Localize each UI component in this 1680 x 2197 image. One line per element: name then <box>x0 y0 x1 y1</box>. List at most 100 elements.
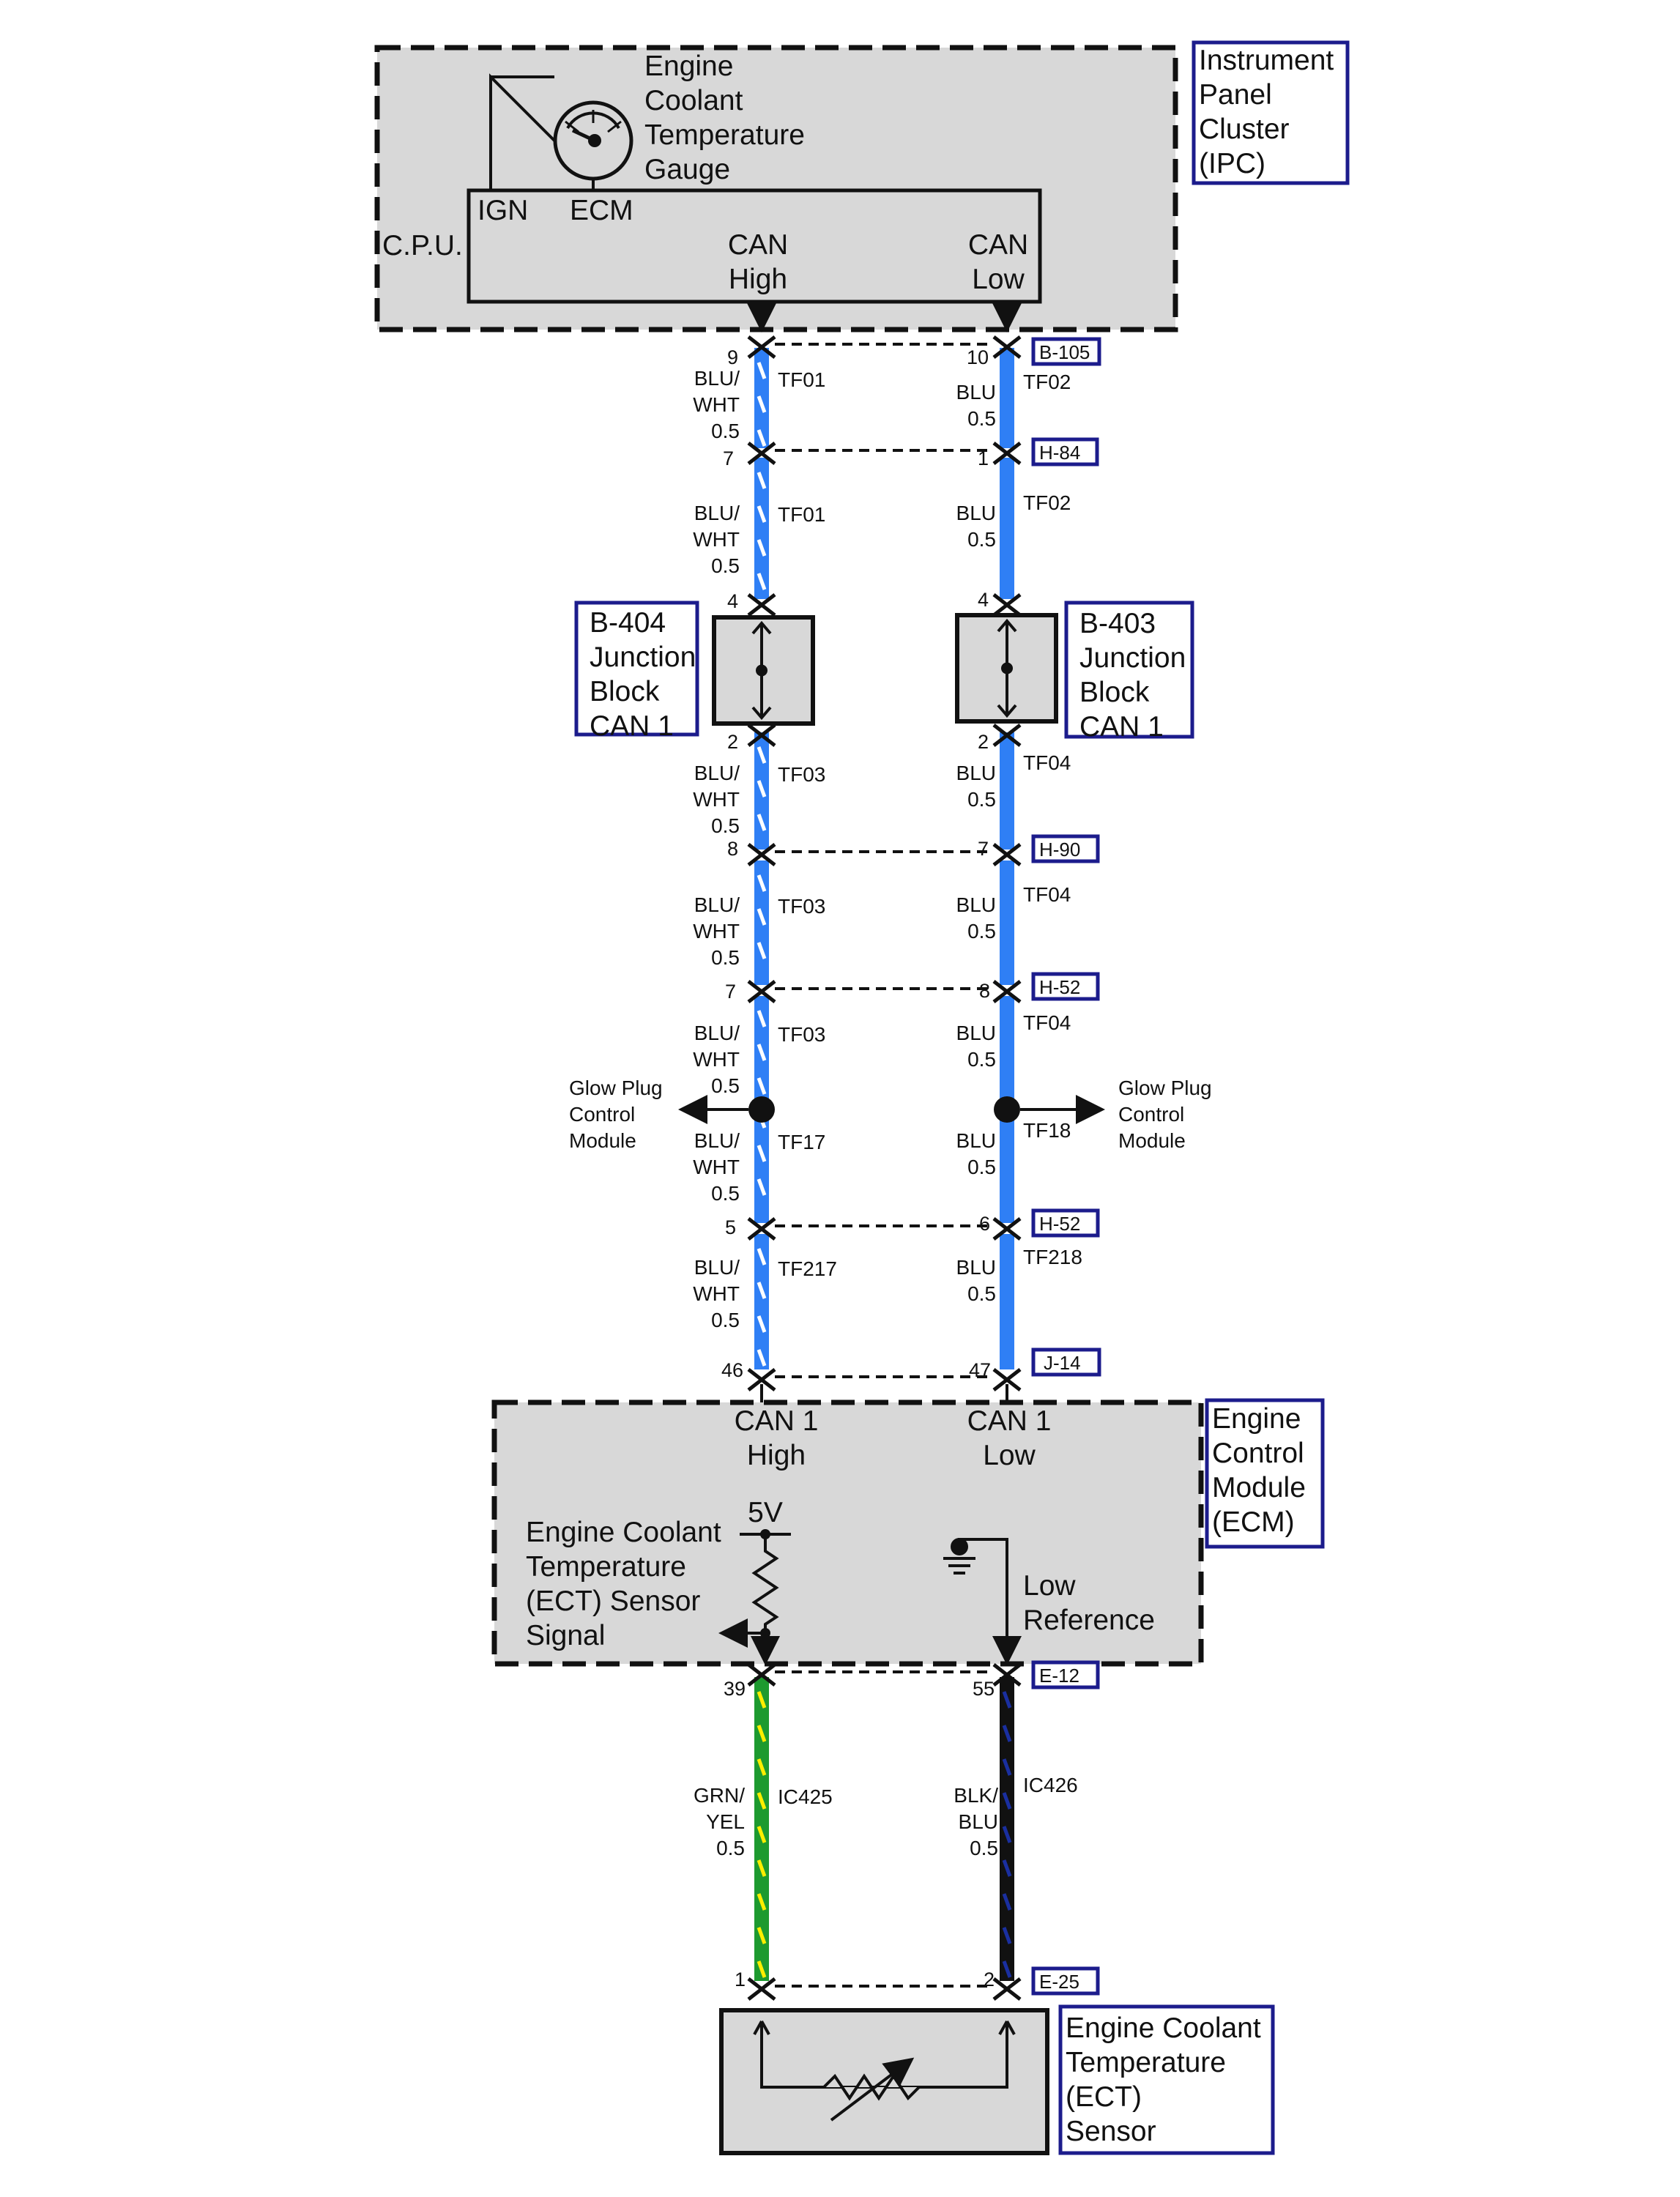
ecm-title-3: (ECM) <box>1212 1506 1295 1538</box>
e12-label-box <box>1031 1660 1100 1689</box>
wire-tf03-a-stripe <box>757 780 767 798</box>
junction-node <box>1001 662 1013 674</box>
ign-label: IGN <box>477 195 528 226</box>
wire-circuit-w4r: TF04 <box>1023 883 1071 906</box>
h90-label: H-90 <box>1039 839 1080 860</box>
ect-signal-label-3: Signal <box>526 1620 605 1651</box>
wire-circuit-w6r: TF18 <box>1023 1119 1071 1142</box>
wire-tf03-b-stripe <box>757 942 767 959</box>
connector-j14-right <box>992 1377 1022 1391</box>
ecm-can-low-0: CAN 1 <box>967 1405 1052 1437</box>
wire-tf03-c-stripe <box>757 1145 767 1162</box>
pullup-resistor-icon <box>751 1534 779 1657</box>
h52b-label-box <box>1031 1208 1100 1238</box>
wire-tf03-a-stripe <box>757 746 767 764</box>
wire-color-w8r-1: BLU <box>959 1810 998 1833</box>
cpu-label: C.P.U. <box>382 230 463 261</box>
junction-right-label-box <box>1064 601 1194 739</box>
five-volt-label: 5V <box>748 1497 783 1528</box>
ect-sensor-title-3: Sensor <box>1066 2116 1156 2147</box>
ecm-title-2: Module <box>1212 1472 1306 1503</box>
pin-r_b105: 10 <box>967 346 989 368</box>
wire-ic426-stripe <box>1002 1960 1012 1978</box>
wire-ic425-stripe <box>757 1792 767 1810</box>
pin-r_j14: 47 <box>969 1359 991 1381</box>
connector-jb-out-left <box>747 732 776 747</box>
b105-label-box <box>1031 337 1101 366</box>
wire-ic425-stripe <box>757 1691 767 1709</box>
connector-h90-left <box>747 852 776 866</box>
pin-r_h84: 1 <box>978 447 989 469</box>
connector-h52b-right <box>992 1226 1022 1241</box>
wire-color-w8r-2: 0.5 <box>970 1837 998 1859</box>
connector-h52a-left <box>747 989 776 1003</box>
wire-color-w5r-1: 0.5 <box>967 1048 996 1071</box>
ecm-label: ECM <box>570 195 633 226</box>
b105-label: B-105 <box>1039 341 1090 363</box>
ect-sensor-box <box>719 2008 1049 2155</box>
wire-tf03-c-stripe <box>757 1010 767 1027</box>
wire-ic426-stripe <box>1002 1725 1012 1742</box>
connector-h84-left <box>747 450 776 465</box>
wire-color-w1l-1: WHT <box>693 393 740 416</box>
wire-color-w8l-0: GRN/ <box>694 1784 745 1807</box>
ect-title-box <box>1058 2004 1275 2155</box>
wire-color-w7r-1: 0.5 <box>967 1282 996 1305</box>
ecm-can-high-0: CAN 1 <box>735 1405 819 1437</box>
h84-label: H-84 <box>1039 442 1080 464</box>
low-reference-label-1: Reference <box>1023 1605 1155 1636</box>
wire-ic425-stripe <box>757 1927 767 1944</box>
ect-arrow <box>760 2021 770 2035</box>
gauge-label-3: Gauge <box>644 154 730 185</box>
wire-tf03-b-stripe <box>757 908 767 926</box>
wire-tf03-c-stripe <box>757 1077 767 1095</box>
wire-circuit-w1r: TF02 <box>1023 371 1071 393</box>
wire-color-w5r-0: BLU <box>956 1022 996 1044</box>
wire-circuit-w8r: IC426 <box>1023 1774 1078 1796</box>
glow-plug-right-label-1: Control <box>1118 1103 1184 1126</box>
wire-ic426-stripe <box>1002 1859 1012 1877</box>
h84-label-box <box>1031 437 1099 466</box>
pin-l_jb_out: 2 <box>727 731 738 753</box>
h52a-label: H-52 <box>1039 976 1080 998</box>
connector-jb-in-left <box>747 602 776 617</box>
gauge-pivot <box>588 134 601 147</box>
pin-r_e12: 55 <box>973 1678 995 1700</box>
glow-plug-left-label-0: Glow Plug <box>569 1077 663 1099</box>
ipc-title-0: Instrument <box>1199 45 1334 76</box>
splice-right <box>994 1096 1020 1123</box>
wire-circuit-w6l: TF17 <box>778 1131 825 1153</box>
junction-left-label-3: CAN 1 <box>590 710 674 742</box>
ecm-can-high-1: High <box>747 1440 806 1471</box>
wire-ic425-stripe <box>757 1960 767 1978</box>
wire-color-w3r-1: 0.5 <box>967 788 996 811</box>
wire-tf01-b-stripe <box>757 539 767 557</box>
gauge-label-2: Temperature <box>644 119 805 151</box>
wire-ic426-stripe <box>1002 1826 1012 1843</box>
wire-tf217-stripe <box>757 1282 767 1299</box>
ipc-title-3: (IPC) <box>1199 148 1265 179</box>
wire-color-w4r-0: BLU <box>956 893 996 916</box>
wire-color-w4l-1: WHT <box>693 920 740 943</box>
j14-label-box <box>1031 1347 1101 1377</box>
wire-tf217-stripe <box>757 1349 767 1367</box>
ect-arrow <box>753 2021 763 2035</box>
wire-color-w3r-0: BLU <box>956 762 996 784</box>
wire-color-w1l-0: BLU/ <box>694 367 740 390</box>
wire-circuit-w3l: TF03 <box>778 763 825 786</box>
junction-right-label-0: B-403 <box>1079 608 1156 639</box>
junction-left-label-box <box>574 601 699 737</box>
ipc-title-box <box>1192 40 1350 185</box>
junction-arrow-up <box>751 620 772 635</box>
wire-color-w2l-0: BLU/ <box>694 502 740 524</box>
wire-color-w4r-1: 0.5 <box>967 920 996 943</box>
wire-ic426-stripe <box>1002 1691 1012 1709</box>
ect-signal-label-1: Temperature <box>526 1551 686 1583</box>
wire-color-w4l-2: 0.5 <box>711 946 740 969</box>
wire-ic426-stripe <box>1002 1893 1012 1911</box>
e12-label: E-12 <box>1039 1665 1079 1687</box>
h52a-label-box <box>1031 972 1100 1001</box>
wire-color-w4l-0: BLU/ <box>694 893 740 916</box>
wire-tf03-c-stripe <box>757 1044 767 1061</box>
